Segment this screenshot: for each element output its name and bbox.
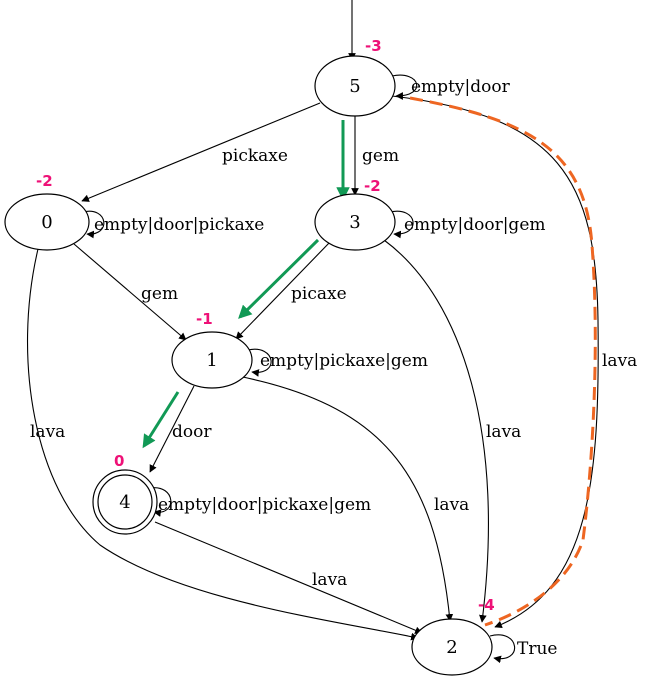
edge-0-2 [26, 248, 419, 641]
edge-label-1-4: door [172, 422, 212, 442]
edge-label-0-2: lava [30, 422, 65, 442]
node-3: 3 [314, 193, 396, 251]
node-0: 0 [4, 193, 90, 251]
edge-1-2 [237, 375, 454, 622]
edge-label-5-3: gem [362, 146, 399, 166]
edge-5-self [391, 74, 418, 100]
edge-label-4-self: empty|door|pickaxe|gem [158, 495, 371, 515]
reward-badge-1: -1 [196, 310, 213, 328]
edge-4-2 [154, 521, 423, 634]
edge-3-1 [235, 241, 331, 340]
edge-label-3-self: empty|door|gem [404, 215, 546, 235]
edge-3-2 [383, 239, 489, 623]
node-label: 3 [349, 212, 360, 233]
edge-1-self [247, 348, 272, 377]
edge-label-5-0: pickaxe [222, 146, 288, 166]
node-label: 2 [446, 637, 457, 658]
edge-label-0-1: gem [141, 284, 178, 304]
node-label: 4 [119, 492, 130, 513]
edge-label-5-2: lava [602, 351, 637, 371]
reward-badge-3: -2 [364, 177, 381, 195]
reward-badge-5: -3 [365, 37, 382, 55]
edge-4-self [149, 487, 172, 517]
edge-5-2 [391, 95, 599, 629]
edge-1-4 [149, 385, 195, 473]
node-label: 5 [349, 76, 360, 97]
edge-3-self [389, 210, 414, 239]
node-2: 2 [411, 618, 493, 676]
edge-label-5-self: empty|door [411, 77, 511, 97]
node-label: 1 [206, 350, 217, 371]
reward-badge-4: 0 [114, 452, 124, 470]
node-1: 1 [171, 331, 253, 389]
edge-label-3-1: picaxe [291, 284, 347, 304]
green-path-1-4 [142, 391, 180, 449]
edge-label-4-2: lava [312, 570, 347, 590]
edge-0-self [82, 210, 105, 239]
node-5: 5 [314, 55, 396, 117]
edge-label-0-self: empty|door|pickaxe [94, 215, 264, 235]
edge-label-3-2: lava [486, 422, 521, 442]
edge-2-self [489, 634, 516, 664]
reward-badge-2: -4 [478, 596, 495, 614]
node-label: 0 [41, 212, 52, 233]
edge-label-2-self: True [517, 639, 557, 659]
edge-label-1-self: empty|pickaxe|gem [260, 351, 428, 371]
edge-0-1 [73, 243, 187, 341]
node-4-accepting: 4 [92, 469, 158, 535]
edge-5-0 [81, 102, 321, 202]
edge-label-1-2: lava [434, 495, 469, 515]
green-path-3-1 [238, 238, 320, 319]
reward-badge-0: -2 [36, 172, 53, 190]
